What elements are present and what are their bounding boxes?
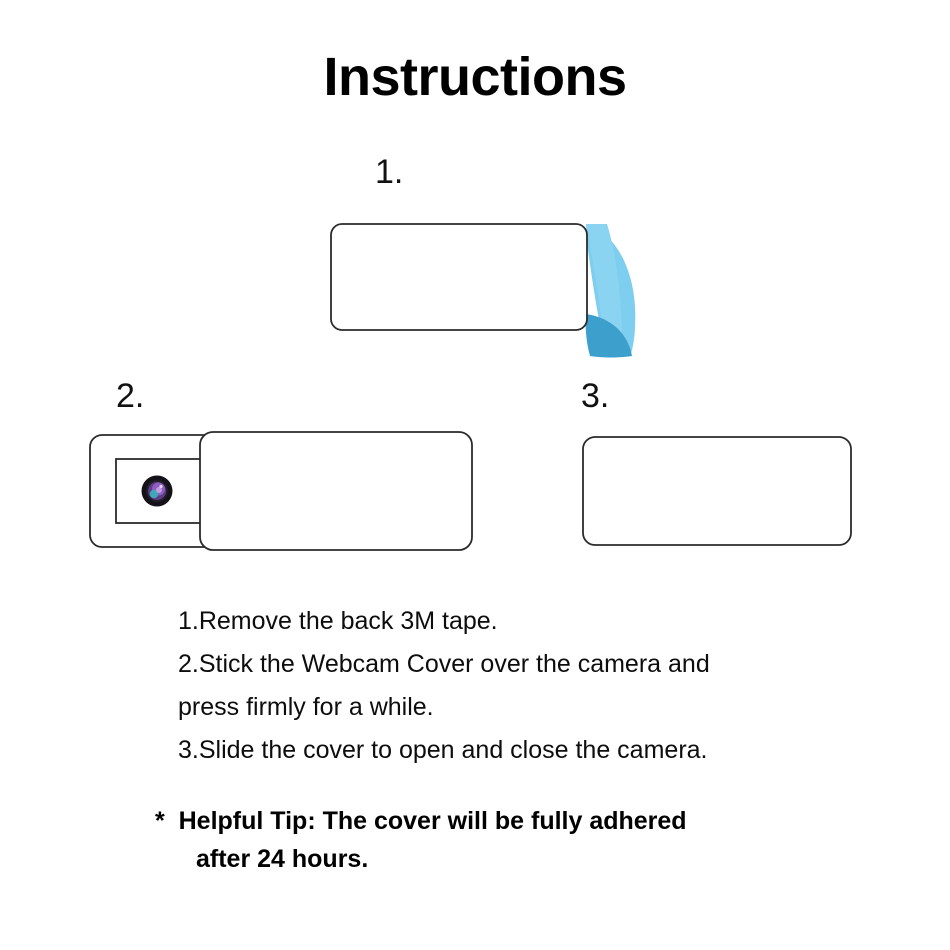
instruction-line-2: 2.Stick the Webcam Cover over the camera… [178, 650, 710, 678]
camera-lens-icon [141, 475, 173, 507]
instruction-line-3: 3.Slide the cover to open and close the … [178, 736, 708, 764]
helpful-tip: * Helpful Tip: The cover will be fully a… [155, 802, 855, 878]
helpful-tip-line-2: after 24 hours. [196, 845, 369, 873]
cover-body-step1 [330, 223, 588, 331]
step-2-figure-cover-open [80, 425, 490, 560]
cover-slider-panel [199, 431, 473, 551]
step-3-number: 3. [581, 377, 610, 415]
tape-flap-curl [585, 314, 632, 358]
tape-flap-body [586, 224, 623, 356]
instruction-list: 1.Remove the back 3M tape. 2.Stick the W… [178, 600, 858, 772]
helpful-tip-line-1: * Helpful Tip: The cover will be fully a… [155, 807, 687, 835]
instruction-line-1: 1.Remove the back 3M tape. [178, 607, 498, 635]
step-2-number: 2. [116, 377, 145, 415]
cover-body-step3 [582, 436, 852, 546]
step-3-figure-cover-closed [570, 425, 870, 560]
instruction-line-2-continued: press firmly for a while. [178, 693, 434, 721]
step-1-figure-cover-with-tape [320, 210, 650, 370]
step-1-number: 1. [375, 153, 404, 191]
page-title: Instructions [323, 47, 627, 107]
